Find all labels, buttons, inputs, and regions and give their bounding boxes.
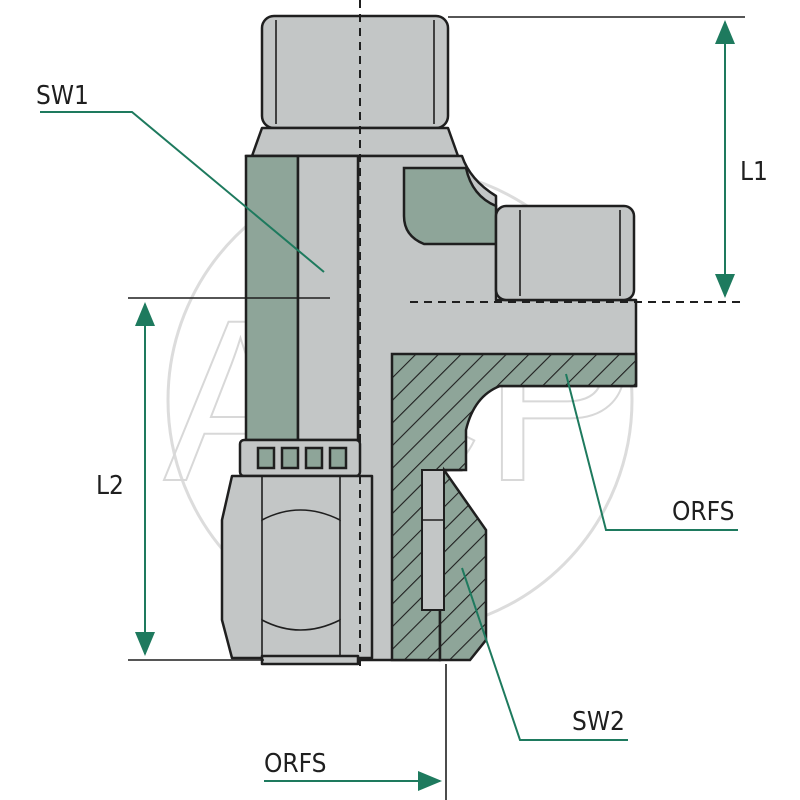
label-l2: L2 [96,471,124,501]
top-stud [250,14,460,158]
cut-section [390,352,638,662]
leader-sw1: SW1 [36,81,325,273]
nut-ring [238,438,362,478]
label-orfs-right: ORFS [672,497,735,527]
hex-nut [220,474,374,666]
orfs-bottom-indicator: ORFS [264,664,447,800]
label-sw2: SW2 [572,707,625,737]
leader-orfs-right: ORFS [565,373,738,531]
leader-sw2: SW2 [461,567,628,741]
dimension-l1: L1 [448,16,768,298]
label-l1: L1 [740,157,768,187]
dimension-l2: L2 [96,297,330,661]
label-sw1: SW1 [36,81,89,111]
label-orfs-bottom: ORFS [264,749,327,779]
